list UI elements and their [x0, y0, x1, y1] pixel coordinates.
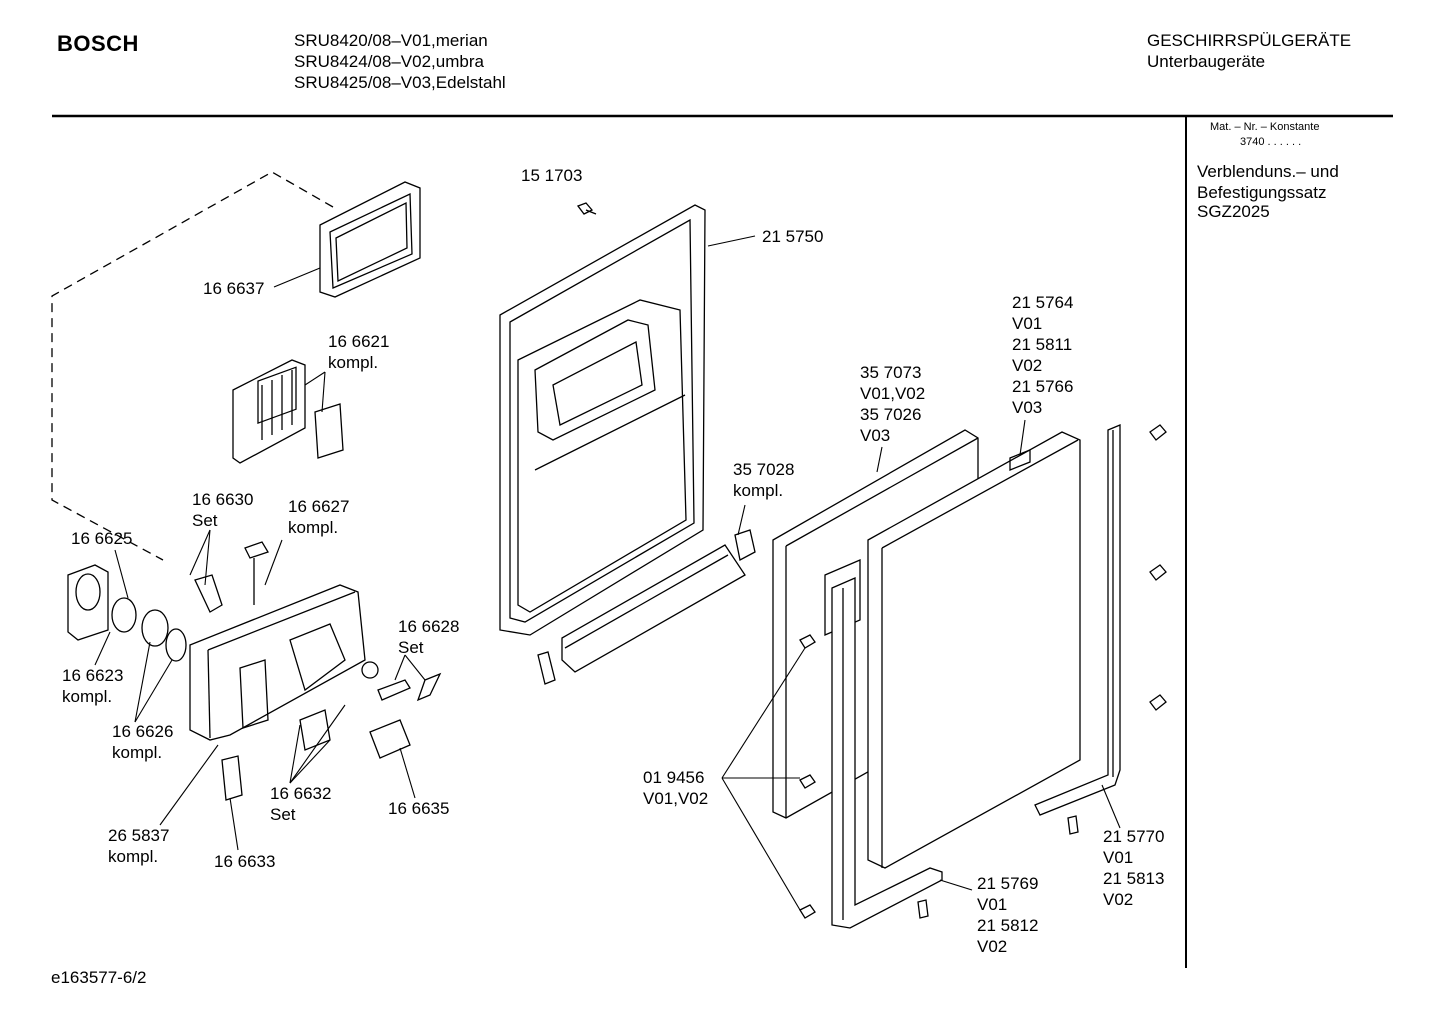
label-166633: 16 6633 [214, 852, 276, 871]
side-rail-right [1034, 424, 1121, 816]
model-line-3: SRU8425/08–V03,Edelstahl [294, 73, 506, 92]
hinge-strip-part [537, 529, 756, 685]
window-frame-part [319, 181, 421, 298]
kit-line-1: Verblenduns.– und [1197, 162, 1339, 181]
label-151703: 15 1703 [521, 166, 583, 185]
clip-part [221, 755, 243, 801]
valve-cap [244, 541, 269, 559]
label-166637: 16 6637 [203, 279, 265, 298]
screw-151703 [576, 202, 597, 215]
sleeve-part [141, 609, 169, 647]
control-housing [189, 584, 366, 741]
screws-right [799, 424, 1167, 919]
category-subtitle: Unterbaugeräte [1147, 52, 1266, 71]
seal-ring-1 [111, 597, 137, 633]
knob-cover-part [67, 564, 109, 641]
kit-line-2: Befestigungssatz [1197, 183, 1327, 202]
label-166635: 16 6635 [388, 799, 450, 818]
category-title: GESCHIRRSPÜLGERÄTE [1147, 31, 1352, 50]
door-inner-panel [499, 204, 706, 636]
lever-part [194, 574, 223, 613]
leader-lines [94, 235, 1121, 911]
ball-part [361, 661, 379, 679]
kit-line-3: SGZ2025 [1197, 202, 1270, 221]
seal-ring-2 [165, 628, 187, 662]
side-rail-left [831, 577, 943, 929]
mat-nr-value: 3740 . . . . . . [1240, 136, 1302, 148]
label-166625: 16 6625 [71, 529, 133, 548]
spring-set-part [299, 709, 331, 751]
label-215750: 21 5750 [762, 227, 824, 246]
brand-logo: BOSCH [57, 31, 139, 56]
latch-part [377, 679, 411, 701]
grid-insert-part [232, 359, 344, 464]
switch-part [369, 719, 411, 759]
spring-part [416, 672, 442, 702]
model-line-2: SRU8424/08–V02,umbra [294, 52, 484, 71]
mat-nr-label: Mat. – Nr. – Konstante [1210, 121, 1320, 133]
assembly-dashed-line [51, 171, 334, 561]
mounting-frame [867, 431, 1081, 869]
model-line-1: SRU8420/08–V01,merian [294, 31, 488, 50]
footer-code: e163577-6/2 [51, 968, 147, 987]
